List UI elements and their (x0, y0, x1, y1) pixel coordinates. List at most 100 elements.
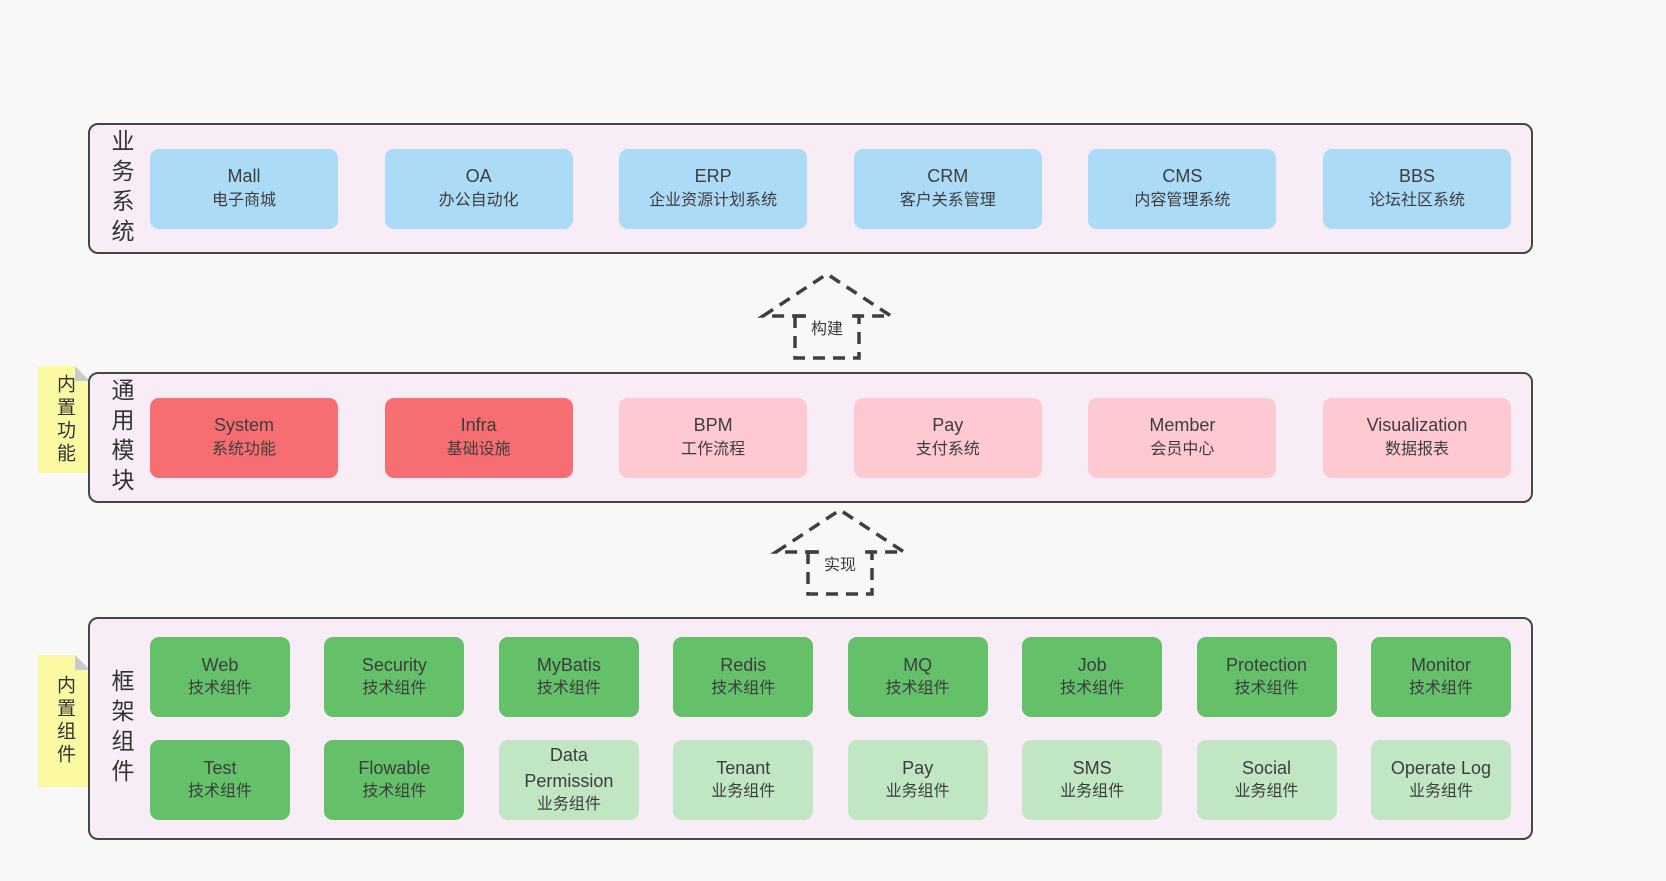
box-title-en: Test (203, 757, 237, 778)
box-subtitle-zh: 数据报表 (1384, 440, 1449, 458)
box-subtitle-zh: 论坛社区系统 (1368, 191, 1465, 209)
module-member: Member 会员中心 (1088, 397, 1277, 478)
box-row: Test 技术组件 Flowable 技术组件 Data Permission … (150, 740, 1511, 820)
component-web: Web 技术组件 (150, 637, 290, 717)
sticky-note-builtin-components: 内置组件 (38, 655, 90, 787)
box-subtitle-zh: 客户关系管理 (899, 191, 996, 209)
box-subtitle-zh: 技术组件 (1234, 680, 1299, 698)
box-subtitle-zh: 基础设施 (446, 440, 511, 458)
box-row: Mall 电子商城 OA 办公自动化 ERP 企业资源计划系统 CRM 客户关系… (150, 148, 1511, 229)
box-title-en: Visualization (1366, 415, 1468, 436)
band-components-label: 框架组件 (108, 668, 134, 789)
band-business-systems: 业务系统 Mall 电子商城 OA 办公自动化 ERP 企业资源计划系统 (88, 123, 1533, 254)
box-title-en: ERP (694, 166, 732, 187)
component-flowable: Flowable 技术组件 (324, 740, 465, 820)
box-subtitle-zh: 业务组件 (711, 783, 776, 801)
component-social: Social 业务组件 (1196, 740, 1337, 820)
box-subtitle-zh: 技术组件 (362, 783, 427, 801)
box-title-en: OA (465, 166, 492, 187)
component-sms: SMS 业务组件 (1022, 740, 1163, 820)
box-title-en: CRM (927, 166, 969, 187)
component-job: Job 技术组件 (1022, 637, 1163, 717)
component-pay: Pay 业务组件 (847, 740, 988, 820)
system-mall: Mall 电子商城 (150, 148, 338, 229)
box-subtitle-zh: 技术组件 (711, 680, 776, 698)
box-subtitle-zh: 系统功能 (211, 440, 276, 458)
build-arrow: 构建 (757, 270, 897, 362)
box-title-en: Social (1242, 757, 1292, 778)
box-title-en: Tenant (716, 757, 771, 778)
box-subtitle-zh: 业务组件 (536, 796, 601, 814)
box-title-en: BPM (693, 415, 733, 436)
box-title-en: Monitor (1410, 654, 1471, 675)
component-mybatis: MyBatis 技术组件 (498, 637, 639, 717)
band-common-modules: 通用模块 System 系统功能 Infra 基础设施 BPM 工作流程 (88, 372, 1533, 503)
band-modules-label: 通用模块 (108, 377, 134, 498)
band-components-content: Web 技术组件 Security 技术组件 MyBatis 技术组件 Redi… (142, 619, 1531, 838)
band-business-label: 业务系统 (108, 128, 134, 249)
component-tenant: Tenant 业务组件 (673, 740, 814, 820)
box-title-en: Security (361, 654, 427, 675)
module-visualization: Visualization 数据报表 (1322, 397, 1511, 478)
box-title-en: Redis (720, 654, 767, 675)
box-subtitle-zh: 业务组件 (885, 783, 950, 801)
box-title-en: Operate Log (1390, 757, 1491, 778)
component-test: Test 技术组件 (150, 740, 290, 820)
component-monitor: Monitor 技术组件 (1370, 637, 1511, 717)
implement-arrow-label: 实现 (818, 550, 862, 576)
box-title-en: MyBatis (536, 654, 601, 675)
box-title-en: System (213, 415, 274, 436)
box-title-en: Flowable (358, 757, 431, 778)
box-row: Web 技术组件 Security 技术组件 MyBatis 技术组件 Redi… (150, 637, 1511, 717)
box-subtitle-zh: 工作流程 (681, 440, 746, 458)
box-subtitle-zh: 业务组件 (1234, 783, 1299, 801)
box-title-en: SMS (1072, 757, 1112, 778)
box-subtitle-zh: 业务组件 (1060, 783, 1125, 801)
component-protection: Protection 技术组件 (1196, 637, 1337, 717)
box-subtitle-zh: 会员中心 (1150, 440, 1215, 458)
box-subtitle-zh: 电子商城 (211, 191, 276, 209)
box-title-en: Mall (227, 166, 261, 187)
box-title-en: Data Permission (524, 745, 614, 791)
component-data-permission: Data Permission 业务组件 (498, 740, 639, 820)
band-business-content: Mall 电子商城 OA 办公自动化 ERP 企业资源计划系统 CRM 客户关系… (142, 125, 1531, 252)
box-title-en: Infra (460, 415, 497, 436)
box-subtitle-zh: 技术组件 (187, 783, 252, 801)
sticky-note-text: 内置功能 (54, 373, 75, 466)
module-infra: Infra 基础设施 (384, 397, 573, 478)
box-subtitle-zh: 技术组件 (1408, 680, 1473, 698)
module-bpm: BPM 工作流程 (619, 397, 808, 478)
sticky-note-builtin-features: 内置功能 (38, 366, 90, 473)
box-row: System 系统功能 Infra 基础设施 BPM 工作流程 Pay 支付系统 (150, 397, 1511, 478)
module-pay: Pay 支付系统 (853, 397, 1042, 478)
system-crm: CRM 客户关系管理 (853, 148, 1042, 229)
box-title-en: MQ (903, 654, 933, 675)
box-subtitle-zh: 业务组件 (1408, 783, 1473, 801)
box-subtitle-zh: 技术组件 (187, 680, 252, 698)
system-erp: ERP 企业资源计划系统 (619, 148, 808, 229)
box-subtitle-zh: 办公自动化 (438, 191, 519, 209)
box-subtitle-zh: 技术组件 (362, 680, 427, 698)
box-subtitle-zh: 技术组件 (885, 680, 950, 698)
box-title-en: Pay (902, 757, 934, 778)
implement-arrow: 实现 (770, 506, 910, 598)
box-title-en: Web (201, 654, 239, 675)
build-arrow-label: 构建 (805, 314, 849, 340)
sticky-note-text: 内置组件 (54, 675, 75, 767)
box-title-en: Pay (932, 415, 964, 436)
band-framework-components: 框架组件 Web 技术组件 Security 技术组件 MyBatis 技术组件 (88, 617, 1533, 840)
band-modules-content: System 系统功能 Infra 基础设施 BPM 工作流程 Pay 支付系统 (142, 374, 1531, 501)
box-title-en: Protection (1226, 654, 1308, 675)
box-title-en: BBS (1398, 166, 1435, 187)
system-cms: CMS 内容管理系统 (1088, 148, 1277, 229)
component-operate-log: Operate Log 业务组件 (1370, 740, 1511, 820)
component-security: Security 技术组件 (324, 637, 465, 717)
module-system: System 系统功能 (150, 397, 338, 478)
box-title-en: Job (1077, 654, 1107, 675)
component-mq: MQ 技术组件 (847, 637, 988, 717)
box-subtitle-zh: 内容管理系统 (1134, 191, 1231, 209)
box-subtitle-zh: 企业资源计划系统 (649, 191, 778, 209)
box-title-en: CMS (1162, 166, 1203, 187)
box-title-en: Member (1149, 415, 1216, 436)
system-bbs: BBS 论坛社区系统 (1322, 148, 1511, 229)
